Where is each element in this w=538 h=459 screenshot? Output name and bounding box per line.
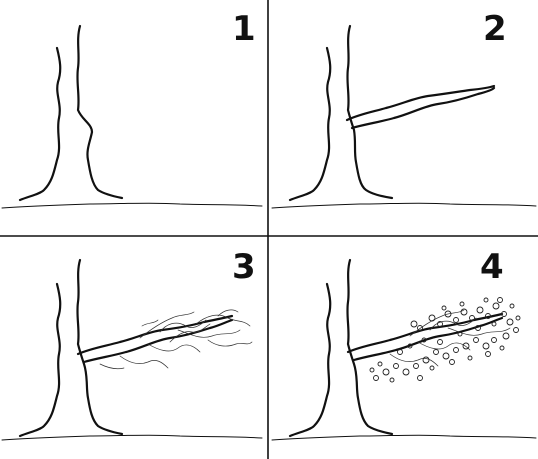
panel-1-ground	[1, 202, 263, 209]
panel-3-ground	[1, 434, 263, 441]
panel-4-foliage	[369, 297, 521, 383]
panel-2-trunk	[288, 24, 394, 202]
panel-1-number: 1	[232, 9, 256, 49]
panel-3-branch	[76, 314, 234, 364]
panel-4-number: 4	[480, 247, 504, 287]
panel-1-trunk	[18, 24, 124, 202]
panel-2: 2	[271, 9, 537, 209]
panel-3-twigs	[99, 309, 253, 370]
panel-2-ground	[271, 202, 537, 209]
panel-2-branch	[345, 84, 496, 130]
panel-4: 4	[271, 247, 537, 441]
panel-4-twigs	[389, 309, 511, 367]
panel-3-number: 3	[232, 247, 256, 287]
panel-3: 3	[1, 247, 263, 441]
panel-2-number: 2	[483, 9, 507, 49]
panel-1: 1	[1, 9, 263, 209]
panel-4-branch	[346, 312, 504, 362]
panel-3-trunk	[18, 258, 124, 438]
panel-4-ground	[271, 434, 537, 441]
panel-4-trunk	[288, 258, 394, 438]
